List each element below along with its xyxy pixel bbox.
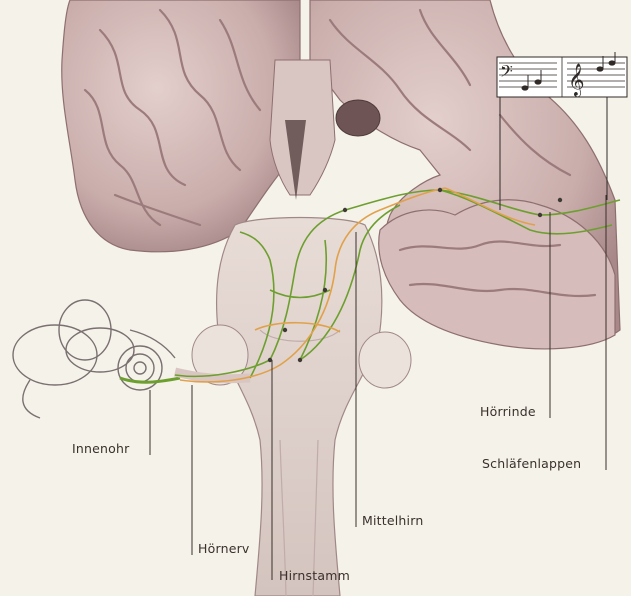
- cut-section: [336, 100, 380, 136]
- svg-text:𝄞: 𝄞: [568, 63, 585, 97]
- label-mittelhirn: Mittelhirn: [362, 513, 423, 528]
- music-notes-inset: 𝄢 𝄞: [497, 52, 627, 97]
- svg-text:𝄢: 𝄢: [500, 61, 513, 85]
- label-hoerrinde: Hörrinde: [480, 404, 536, 419]
- label-schlaefenlappen: Schläfenlappen: [482, 456, 581, 471]
- label-innenohr: Innenohr: [72, 441, 129, 456]
- label-hirnstamm: Hirnstamm: [279, 568, 350, 583]
- label-hoernerv: Hörnerv: [198, 541, 250, 556]
- right-lobe: [359, 332, 411, 388]
